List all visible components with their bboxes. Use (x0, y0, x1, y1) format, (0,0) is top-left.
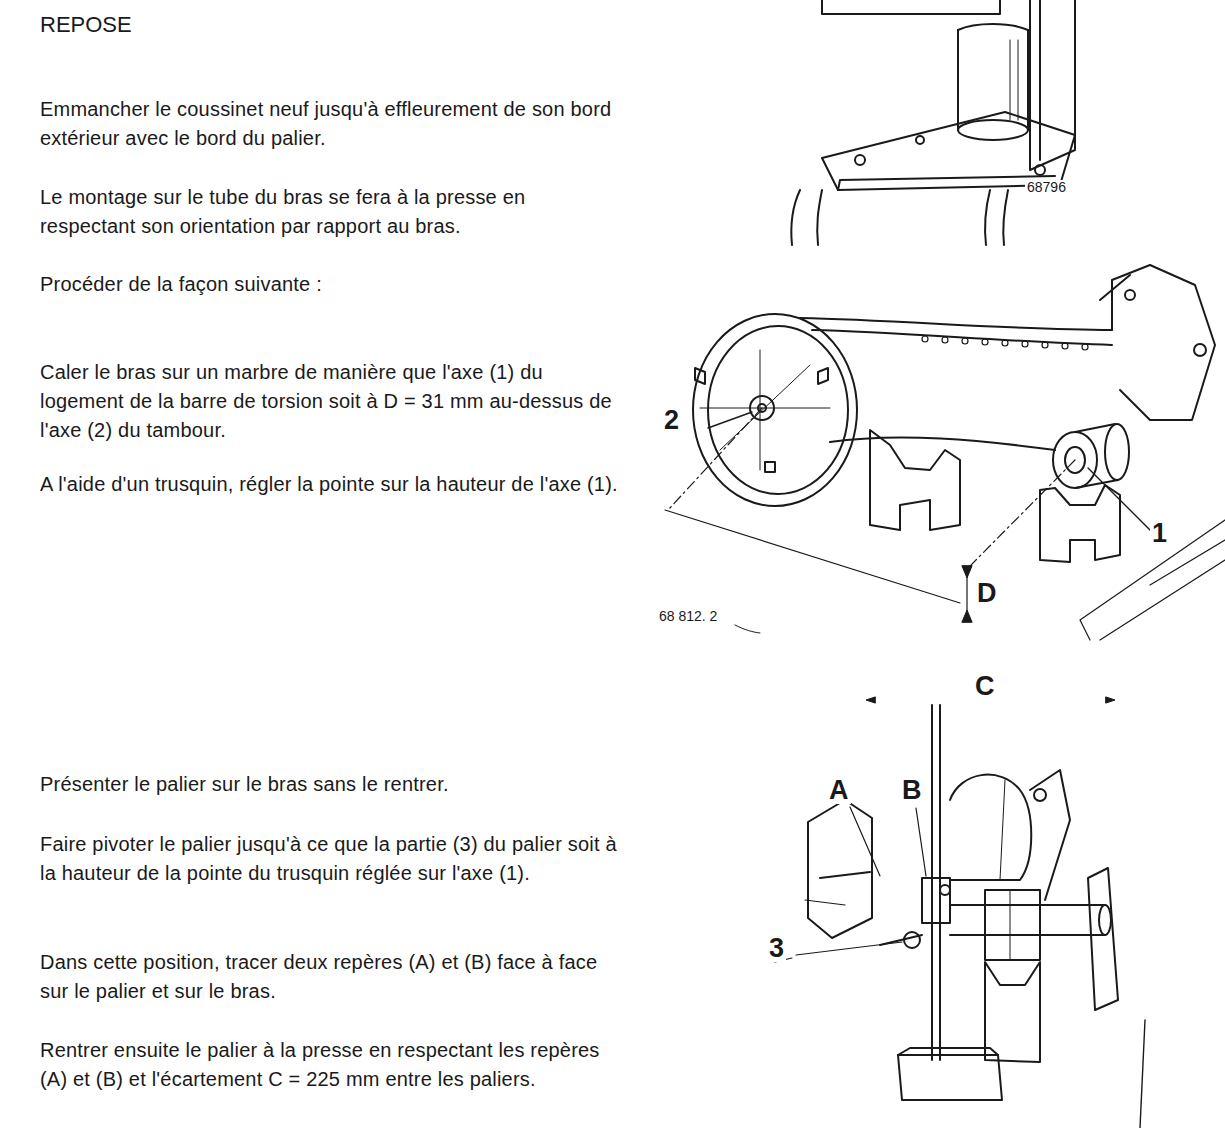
illustration-line (870, 430, 960, 530)
illustration-line (693, 314, 857, 506)
illustration-line (820, 872, 870, 878)
illustration-line (822, 112, 1075, 190)
instruction-text: Caler le bras sur un marbre de manière q… (40, 358, 622, 445)
arm-figure (665, 265, 1225, 640)
illustration-line (985, 962, 1040, 1062)
callout-label: 3 (767, 935, 786, 962)
illustration-line (695, 368, 705, 384)
callout-label: D (975, 580, 999, 607)
illustration-line (800, 318, 1112, 330)
illustration-line (1125, 290, 1135, 300)
illustration-line (898, 1048, 998, 1055)
marking-figure (775, 697, 1145, 1128)
illustration-line (1030, 770, 1070, 900)
instruction-text: Procéder de la façon suivante : (40, 270, 622, 299)
illustration-line (1112, 265, 1215, 420)
illustration-line (1088, 868, 1118, 1010)
callout-label: A (827, 777, 851, 804)
illustration-line (962, 338, 968, 344)
illustration-line (735, 625, 760, 633)
instruction-text: Faire pivoter le palier jusqu'à ce que l… (40, 830, 622, 888)
illustration-line (1080, 520, 1225, 640)
illustration-line (822, 0, 1000, 14)
instruction-text: Dans cette position, tracer deux repères… (40, 948, 622, 1006)
figure-number: 68796 (1025, 180, 1068, 194)
illustration-line (708, 326, 848, 494)
callout-label: 1 (1150, 520, 1169, 547)
illustration-line (700, 350, 830, 470)
illustration-line (1100, 275, 1130, 300)
illustration-line (838, 176, 1055, 190)
illustration-line (817, 190, 822, 245)
illustration-line (898, 1055, 1002, 1100)
instruction-text: Présenter le palier sur le bras sans le … (40, 770, 622, 799)
illustration-line (1003, 190, 1008, 245)
illustration-line (950, 905, 1105, 935)
instruction-text: Emmancher le coussinet neuf jusqu'à effl… (40, 95, 622, 153)
illustration-line (665, 510, 960, 603)
illustration-line (812, 330, 1112, 345)
illustration-line (940, 885, 950, 895)
illustration-line (904, 932, 920, 948)
illustration-line (1010, 890, 1011, 960)
callout-label: C (973, 673, 997, 700)
illustration-line (1039, 0, 1041, 160)
illustration-line (668, 408, 762, 510)
illustration-line (1105, 424, 1129, 480)
illustration-line (1010, 40, 1018, 120)
illustration-line (1002, 340, 1008, 346)
illustration-line (808, 800, 872, 938)
illustration-line (1100, 540, 1225, 640)
figure-number: 68 812. 2 (657, 609, 719, 623)
illustration-line (1062, 343, 1068, 349)
illustration-line (1099, 905, 1111, 935)
illustration-line (765, 462, 775, 472)
illustration-line (985, 890, 1040, 960)
illustration-line (922, 336, 928, 342)
illustration-line (985, 190, 990, 245)
illustration-line (942, 337, 948, 343)
bracket-figure (791, 0, 1075, 245)
illustration-line (1040, 485, 1120, 562)
illustration-line (1042, 342, 1048, 348)
illustration-line (855, 155, 865, 165)
illustration-line (1035, 165, 1045, 175)
illustration-line (950, 775, 1031, 880)
instruction-text: Le montage sur le tube du bras se fera à… (40, 183, 622, 241)
callout-label: B (900, 777, 924, 804)
illustration-line (830, 437, 1055, 450)
illustration-line (922, 878, 950, 923)
illustration-line (958, 120, 1028, 140)
illustration-line (1022, 341, 1028, 347)
illustration-line (1034, 789, 1046, 801)
illustration-line (968, 460, 1075, 568)
illustration-line (922, 336, 1088, 350)
illustration-line (708, 412, 752, 428)
illustration-line (1088, 468, 1150, 530)
illustration-line (962, 566, 972, 622)
section-title: REPOSE (40, 12, 132, 38)
illustration-line (805, 900, 845, 905)
illustration-line (916, 808, 926, 876)
callout-label: 2 (662, 407, 681, 434)
illustration-line (958, 24, 1028, 30)
illustration-line (791, 190, 800, 245)
illustration-line (1030, 0, 1075, 170)
instruction-text: Rentrer ensuite le palier à la presse en… (40, 1036, 622, 1094)
illustration-line (796, 942, 902, 955)
illustration-line (850, 807, 880, 876)
illustration-line (982, 339, 988, 345)
illustration-line (1000, 780, 1005, 880)
illustration-line (1194, 344, 1206, 356)
instruction-text: A l'aide d'un trusquin, régler la pointe… (40, 470, 622, 499)
illustration-line (1140, 1020, 1145, 1128)
illustration-line (818, 368, 828, 384)
illustration-line (1082, 344, 1088, 350)
illustration-line (916, 136, 924, 144)
illustration-line (932, 705, 940, 1060)
